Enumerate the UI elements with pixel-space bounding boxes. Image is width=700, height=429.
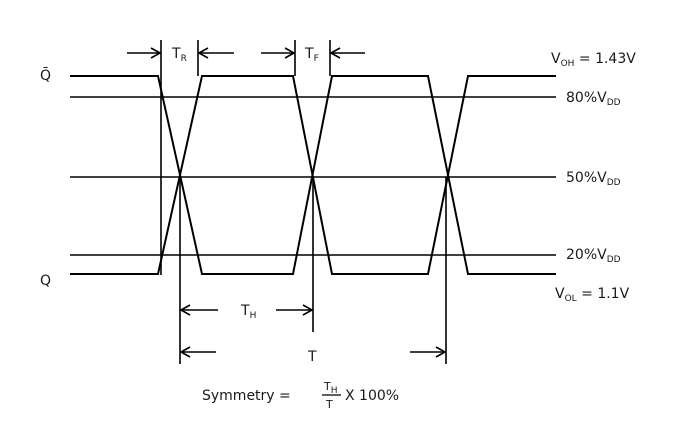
period-label: T [307, 349, 317, 365]
level-20-label: 20%VDD [566, 247, 621, 265]
voh-label: VOH = 1.43V [551, 51, 636, 69]
q-label: Q [40, 273, 51, 289]
level-50-label: 50%VDD [566, 170, 621, 188]
level-80-label: 80%VDD [566, 90, 621, 108]
symmetry-formula: Symmetry = TH T X 100% [202, 380, 399, 411]
formula-numerator: TH [323, 380, 338, 396]
q-bar-label: Q̄ [40, 66, 51, 84]
q-waveform [70, 75, 556, 275]
formula-suffix: X 100% [345, 388, 399, 404]
rise-time-label: TR [171, 46, 187, 64]
vol-label: VOL = 1.1V [555, 286, 630, 304]
formula-label: Symmetry = [202, 388, 291, 404]
high-time-label: TH [240, 303, 256, 321]
formula-denominator: T [325, 398, 333, 411]
period-arrows [179, 346, 447, 358]
high-time-arrows [179, 304, 314, 316]
fall-time-arrows [261, 47, 365, 59]
fall-time-label: TF [304, 46, 319, 64]
rise-time-arrows [127, 47, 234, 59]
